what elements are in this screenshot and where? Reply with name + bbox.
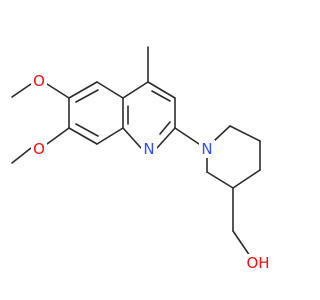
bond-7 — [122, 81, 149, 99]
bond-11 — [68, 127, 98, 145]
atom-oh: OH — [243, 254, 273, 272]
bond-27 — [206, 171, 234, 189]
bond-12 — [96, 127, 124, 145]
bond-22 — [174, 127, 200, 145]
bond-9 — [68, 81, 98, 99]
bond-13 — [151, 90, 171, 102]
nitrogen-label-piperidine: N — [201, 140, 212, 158]
bond-16 — [75, 89, 99, 103]
bond-30 — [232, 230, 251, 257]
atom-n-ring: N — [141, 140, 157, 158]
bond-4 — [156, 127, 176, 149]
oxygen-label-top: O — [33, 72, 45, 90]
bond-26 — [232, 169, 261, 189]
atom-label-layer: O O N N OH — [31, 72, 273, 272]
bond-20 — [46, 127, 70, 145]
nitrogen-label-quinoline: N — [143, 140, 154, 158]
hydroxyl-label: OH — [246, 254, 269, 272]
bond-2 — [147, 81, 176, 99]
bond-5 — [122, 127, 142, 149]
atom-o-left: O — [31, 140, 47, 158]
atom-o-top: O — [31, 72, 47, 90]
atom-n-piperidine: N — [199, 140, 215, 158]
bond-17 — [75, 123, 99, 137]
bond-24 — [229, 125, 261, 142]
bond-layer — [11, 46, 261, 257]
bond-8 — [96, 81, 124, 99]
bond-23 — [214, 125, 231, 141]
bond-14 — [159, 121, 171, 135]
molecule-structure: O O N N OH — [11, 46, 273, 272]
bond-18 — [46, 83, 70, 99]
bond-19 — [11, 83, 32, 98]
bond-21 — [11, 147, 32, 164]
oxygen-label-left: O — [33, 140, 45, 158]
